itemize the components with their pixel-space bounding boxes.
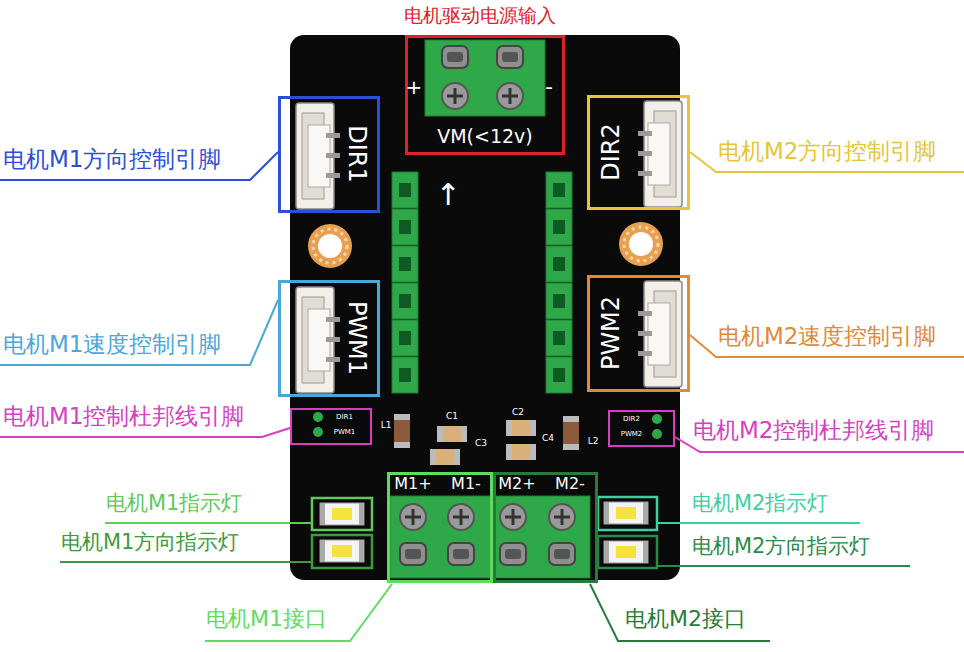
node-text: PWM2 bbox=[621, 431, 643, 439]
node-text: 电机驱动电源输入 bbox=[404, 5, 556, 26]
callout-label: 电机M2速度控制引脚 bbox=[718, 323, 936, 349]
callout-label: 电机M1方向指示灯 bbox=[61, 530, 239, 554]
node-text: M2+ bbox=[498, 475, 535, 493]
callout-label: 电机M2控制杜邦线引脚 bbox=[693, 417, 934, 443]
callout-label: 电机M2指示灯 bbox=[692, 491, 828, 515]
callout-box: DIR1 bbox=[278, 96, 380, 213]
part-label: C2 bbox=[512, 407, 524, 417]
callout-box: PWM2 bbox=[587, 275, 690, 392]
node-text: DIR2 bbox=[598, 123, 624, 181]
part-label: C4 bbox=[542, 433, 554, 443]
node-text: + bbox=[406, 76, 423, 98]
callout-box: PWM1 bbox=[278, 280, 380, 397]
part-label: L1 bbox=[381, 420, 392, 430]
callout-label: 电机M1指示灯 bbox=[106, 491, 242, 515]
node-text: - bbox=[545, 75, 553, 99]
node-text: PWM1 bbox=[344, 301, 370, 375]
node-text: PWM1 bbox=[334, 429, 356, 437]
callout-label: 电机M1速度控制引脚 bbox=[3, 331, 221, 357]
callout-label: ↑ bbox=[435, 178, 460, 213]
part-label: C1 bbox=[446, 411, 458, 421]
callout-label: 电机M1接口 bbox=[206, 606, 327, 631]
callout-label: 电机M1方向控制引脚 bbox=[3, 146, 221, 172]
callout-label: 电机M1控制杜邦线引脚 bbox=[3, 403, 244, 429]
node-text: M1- bbox=[451, 475, 481, 493]
node-text: PWM2 bbox=[598, 296, 624, 370]
node-text: DIR1 bbox=[344, 125, 370, 183]
part-label: L2 bbox=[588, 436, 599, 446]
node-text: DIR2 bbox=[623, 416, 640, 424]
node-text: M1+ bbox=[394, 475, 431, 493]
callout-box: DIR2PWM2 bbox=[608, 410, 675, 447]
callout-box: 电机驱动电源输入+-VM(<12v) bbox=[405, 35, 565, 155]
callout-label: 电机M2方向指示灯 bbox=[692, 534, 870, 558]
callout-label: 电机M2接口 bbox=[625, 606, 746, 631]
node-text: DIR1 bbox=[336, 414, 353, 422]
callout-box: M2+ M2- bbox=[493, 472, 598, 583]
callout-label: 电机M2方向控制引脚 bbox=[718, 138, 936, 164]
callout-box: M1+ M1- bbox=[387, 472, 493, 583]
part-label: C3 bbox=[475, 438, 487, 448]
node-text: VM(<12v) bbox=[437, 126, 533, 147]
callout-box: DIR2 bbox=[587, 95, 690, 210]
callout-box: DIR1PWM1 bbox=[290, 408, 372, 445]
node-text: M2- bbox=[555, 475, 585, 493]
